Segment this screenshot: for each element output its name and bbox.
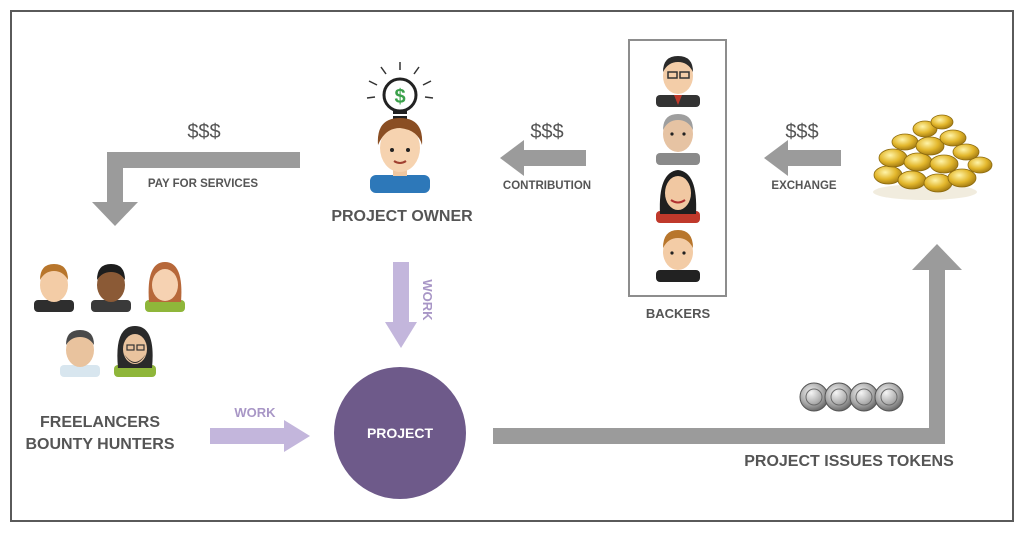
exchange-amount: $$$ [785, 121, 818, 143]
freelancer-work-arrow [210, 420, 310, 452]
silver-tokens-icon [799, 382, 904, 412]
contribution-amount: $$$ [530, 121, 563, 143]
project-owner-label: PROJECT OWNER [331, 208, 473, 225]
svg-text:$: $ [394, 86, 405, 108]
gold-coins-icon [873, 114, 993, 200]
freelancer-avatar-1 [34, 264, 74, 312]
freelancer-avatar-4 [60, 330, 100, 377]
pay-amount: $$$ [187, 121, 220, 143]
project-owner-avatar [370, 118, 430, 193]
backer-avatar-1 [656, 56, 700, 107]
pay-for-services-arrow [92, 152, 300, 226]
backers-label: BACKERS [646, 306, 711, 321]
project-circle [334, 367, 466, 499]
pay-for-services-label: PAY FOR SERVICES [148, 178, 258, 190]
backer-avatar-3 [656, 170, 700, 223]
backer-avatar-2 [656, 114, 700, 165]
project-tokens-arrow [493, 244, 962, 444]
freelancer-avatar-2 [91, 264, 131, 312]
contribution-arrow [500, 140, 586, 176]
bounty-hunters-label: BOUNTY HUNTERS [25, 436, 174, 453]
exchange-arrow [764, 140, 841, 176]
freelancers-label: FREELANCERS [40, 414, 160, 431]
freelancer-avatar-3 [145, 262, 185, 312]
freelancer-avatar-5 [114, 326, 156, 377]
owner-work-arrow [385, 262, 417, 348]
exchange-label: EXCHANGE [771, 180, 837, 192]
project-issues-tokens-label: PROJECT ISSUES TOKENS [744, 453, 954, 470]
freelancer-work-label: WORK [234, 405, 276, 420]
contribution-label: CONTRIBUTION [503, 180, 591, 192]
owner-work-label: WORK [420, 279, 435, 321]
lightbulb-dollar-icon: $ [366, 62, 434, 120]
backer-avatar-4 [656, 230, 700, 282]
project-label: PROJECT [367, 425, 434, 441]
